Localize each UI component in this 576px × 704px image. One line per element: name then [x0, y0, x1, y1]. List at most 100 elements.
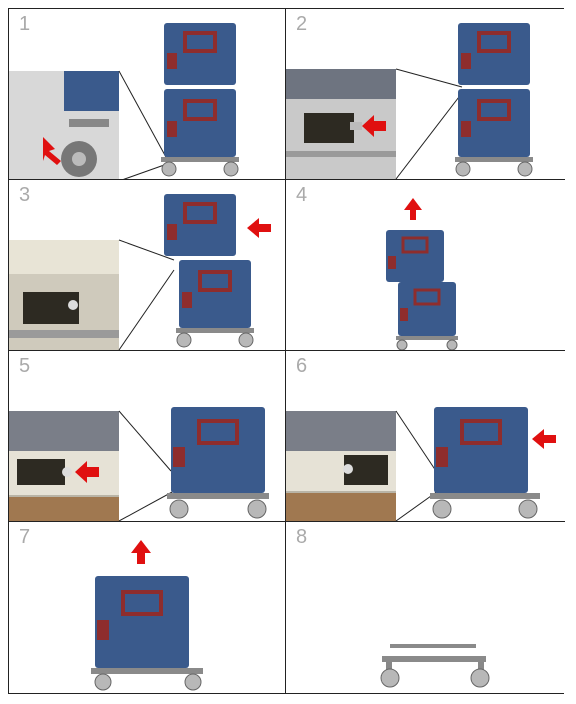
step-number: 5	[19, 355, 31, 377]
zoom-callout-line	[395, 92, 463, 179]
wheel	[94, 673, 112, 691]
step-number: 3	[19, 184, 31, 206]
container-corner	[64, 71, 119, 111]
container-latch	[461, 121, 471, 137]
container-bottom	[458, 89, 530, 157]
container-underside	[286, 411, 396, 451]
zoom-callout-line	[118, 70, 168, 160]
container-handle	[197, 419, 239, 445]
container-top	[164, 23, 236, 85]
step-3-illustration	[9, 194, 271, 350]
wheel	[184, 673, 202, 691]
zoom-callout-line	[395, 68, 463, 88]
dolly-frame	[430, 493, 540, 499]
wheel	[380, 668, 400, 688]
red-arrow-icon	[75, 461, 99, 483]
step-7-panel: 7	[9, 522, 286, 693]
wheel	[396, 339, 408, 350]
container-handle	[460, 419, 502, 445]
zoom-callout-line	[118, 490, 175, 521]
step-5-illustration	[9, 407, 269, 521]
dolly-frame	[176, 328, 254, 333]
container-handle	[413, 288, 441, 306]
container	[95, 576, 189, 668]
wheel	[432, 499, 452, 519]
step-number: 7	[19, 526, 31, 548]
caster-mount	[386, 662, 392, 672]
container-handle	[183, 99, 217, 121]
container-handle	[198, 270, 232, 292]
red-arrow-icon	[131, 540, 151, 564]
caster-hub	[72, 152, 86, 166]
stacking-lock	[17, 459, 65, 485]
container-top	[386, 230, 444, 282]
container-latch	[400, 308, 408, 321]
caster-mount	[478, 662, 484, 672]
step-8-illustration	[380, 644, 490, 688]
container	[434, 407, 528, 493]
container-bottom	[179, 260, 251, 328]
red-arrow-icon	[43, 137, 61, 165]
container-latch	[436, 447, 448, 467]
wheel	[455, 161, 471, 177]
container-latch	[167, 224, 177, 240]
step-number: 2	[296, 13, 308, 35]
dolly-frame	[396, 336, 458, 340]
dolly-crossbar	[390, 644, 476, 648]
dolly-frame	[167, 493, 269, 499]
wheel	[238, 332, 254, 348]
assembly-instructions-grid: 1 2	[8, 8, 565, 694]
container-top	[164, 194, 236, 256]
container-top	[458, 23, 530, 85]
lock-pin	[68, 300, 78, 310]
container	[171, 407, 265, 493]
container-handle	[183, 31, 217, 53]
step-2-illustration	[286, 23, 533, 179]
zoom-callout-line	[123, 163, 168, 179]
floor-surface	[286, 493, 396, 521]
dolly-frame	[286, 151, 396, 157]
wheel	[517, 161, 533, 177]
wheel	[176, 332, 192, 348]
container-handle	[477, 99, 511, 121]
dolly-frame	[9, 330, 119, 338]
step-1-panel: 1	[9, 9, 286, 180]
container-handle	[183, 202, 217, 224]
container-latch	[173, 447, 185, 467]
step-1-illustration	[9, 23, 239, 179]
dolly-frame	[161, 157, 239, 162]
container-bottom	[164, 89, 236, 157]
step-number: 4	[296, 184, 308, 206]
container-handle	[121, 590, 163, 616]
red-arrow-icon	[404, 198, 422, 220]
wheel	[470, 668, 490, 688]
step-7-illustration	[91, 540, 203, 691]
container-latch	[388, 256, 396, 269]
wheel	[247, 499, 267, 519]
container-underside	[286, 69, 396, 99]
container-handle	[401, 236, 429, 254]
zoom-callout-line	[395, 410, 437, 472]
container-handle	[477, 31, 511, 53]
zoom-callout-line	[118, 410, 172, 472]
lock-pin	[62, 467, 72, 477]
step-2-panel: 2	[286, 9, 565, 180]
wheel	[169, 499, 189, 519]
red-arrow-icon	[247, 218, 271, 238]
step-number: 8	[296, 526, 308, 548]
step-number: 6	[296, 355, 308, 377]
zoom-callout-line	[118, 239, 175, 261]
container-latch	[167, 121, 177, 137]
container-latch	[167, 53, 177, 69]
step-number: 1	[19, 13, 31, 35]
lock-pin	[350, 122, 362, 130]
dolly-frame	[382, 656, 486, 662]
dolly-frame	[69, 119, 109, 127]
container-underside	[9, 411, 119, 451]
step-6-illustration	[286, 407, 556, 521]
container-latch	[97, 620, 109, 640]
step-4-panel: 4	[286, 180, 565, 351]
floor-surface	[9, 497, 119, 521]
wheel	[161, 161, 177, 177]
stacking-lock	[304, 113, 354, 143]
